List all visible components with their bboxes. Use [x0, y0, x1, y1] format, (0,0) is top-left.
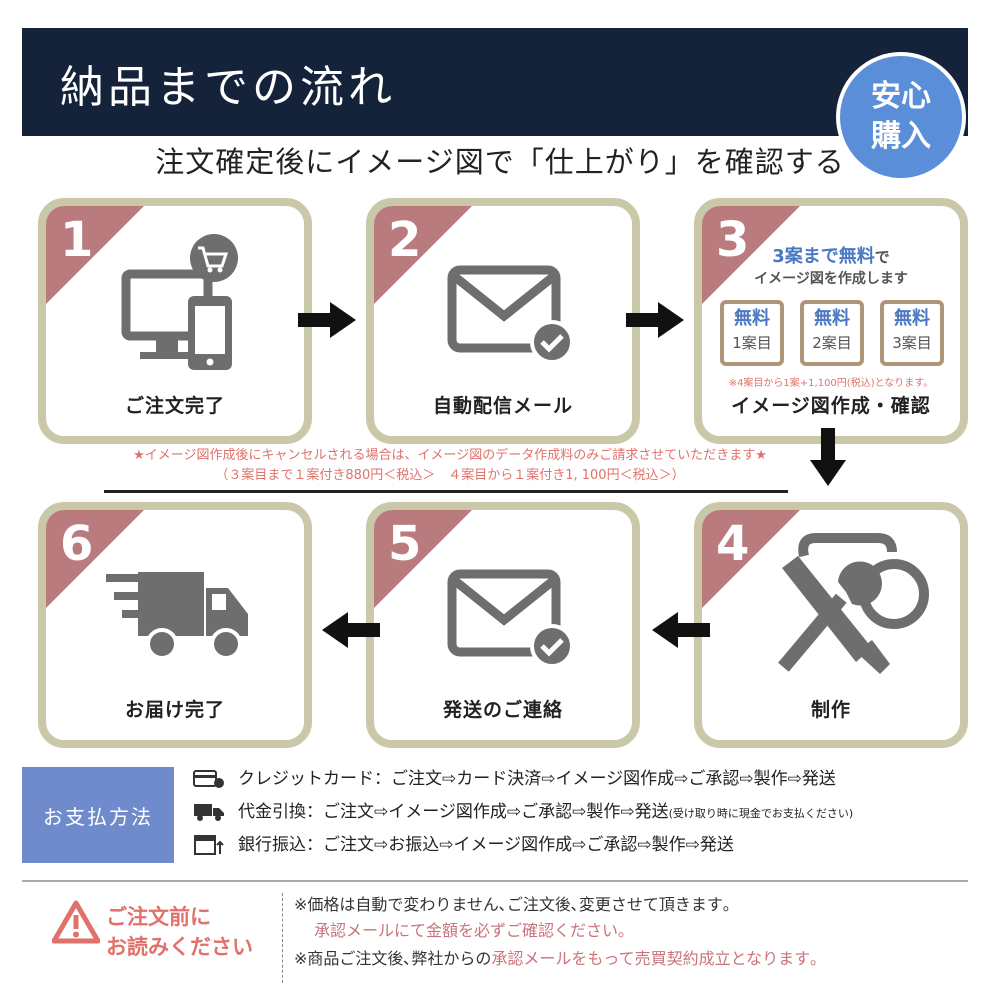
divider: [22, 880, 968, 882]
free-draft-box: 無料 3案目: [880, 300, 944, 366]
payment-row-text: クレジットカード：ご注文⇨カード決済⇨イメージ図作成⇨ご承認⇨製作⇨発送: [238, 769, 836, 789]
note-line: 承認メールにて金額を必ずご確認ください｡: [314, 919, 626, 943]
header-bar: 納品までの流れ: [22, 28, 968, 136]
bank-transfer-icon: [194, 835, 224, 855]
note-text: ※商品ご注文後､弊社からの: [294, 949, 492, 968]
note-highlight: 承認メールにて金額を必ずご確認ください｡: [314, 921, 627, 940]
warning-icon: [52, 900, 100, 944]
step-number: 3: [716, 212, 750, 268]
cancellation-notice: ★イメージ図作成後にキャンセルされる場合は、イメージ図のデータ作成料のみご請求さ…: [100, 446, 800, 486]
badge-line-2: 購入: [871, 119, 931, 154]
warning-line-2: お読みください: [106, 935, 253, 959]
step-corner: [702, 206, 800, 304]
free-draft-top: 無料: [894, 308, 930, 329]
step-label: 制作: [810, 699, 851, 721]
arrow-right-icon: [298, 302, 356, 338]
step-corner: [702, 510, 800, 608]
mail-check-icon: [447, 265, 574, 364]
step-label: イメージ図作成・確認: [731, 395, 931, 417]
payment-row-note: (受け取り時に現金でお支払ください): [668, 807, 854, 820]
free-draft-top: 無料: [814, 308, 850, 329]
free-drafts-title-a: 3案まで無料: [772, 246, 875, 267]
step-3-card: 3 3案まで無料で イメージ図を作成します 無料 1案目 無料 2案目 無料 3…: [694, 198, 968, 444]
arrow-right-icon: [626, 302, 684, 338]
page-title: 納品までの流れ: [60, 62, 396, 113]
free-draft-bottom: 1案目: [732, 334, 772, 352]
payment-row-bank: 銀行振込：ご注文⇨お振込⇨イメージ図作成⇨ご承認⇨製作⇨発送: [192, 833, 734, 857]
free-draft-box: 無料 2案目: [800, 300, 864, 366]
payment-row-credit: クレジットカード：ご注文⇨カード決済⇨イメージ図作成⇨ご承認⇨製作⇨発送: [192, 767, 836, 791]
arrow-left-icon: [322, 612, 380, 648]
step-5-card: 5 発送のご連絡: [366, 502, 640, 748]
subtitle: 注文確定後にイメージ図で「仕上がり」を確認する: [155, 145, 845, 179]
free-draft-bottom: 2案目: [812, 334, 852, 352]
step-number: 6: [60, 516, 94, 572]
step-number: 1: [60, 212, 94, 268]
truck-icon: [106, 572, 248, 660]
payment-method-label: お支払方法: [22, 767, 174, 863]
payment-row-cod: 代金引換：ご注文⇨イメージ図作成⇨ご承認⇨製作⇨発送(受け取り時に現金でお支払く…: [192, 800, 853, 826]
arrow-left-icon: [652, 612, 710, 648]
notice-line-2: （３案目まで１案付き880円＜税込＞ ４案目から１案付き1, 100円＜税込＞）: [215, 468, 685, 483]
payment-row-text: 銀行振込：ご注文⇨お振込⇨イメージ図作成⇨ご承認⇨製作⇨発送: [238, 835, 734, 855]
step-1-card: 1 ご注文完了: [38, 198, 312, 444]
step-2-card: 2 自動配信メール: [366, 198, 640, 444]
free-draft-box: 無料 1案目: [720, 300, 784, 366]
wrench-screwdriver-icon: [778, 533, 929, 674]
divider-vertical: [282, 893, 284, 983]
free-drafts-subtitle: イメージ図を作成します: [754, 271, 908, 287]
credit-card-icon: [193, 770, 224, 788]
free-drafts-note: ※4案目から1案+1,100円(税込)となります。: [728, 378, 934, 389]
delivery-truck-icon: [194, 804, 224, 821]
step-4-card: 4 制作: [694, 502, 968, 748]
step-label: お届け完了: [124, 699, 225, 721]
notice-line-1: ★イメージ図作成後にキャンセルされる場合は、イメージ図のデータ作成料のみご請求さ…: [133, 448, 767, 463]
note-highlight: 承認メールをもって売買契約成立となります｡: [491, 949, 819, 968]
mail-check-icon: [447, 569, 574, 668]
arrow-down-icon: [810, 428, 846, 486]
step-label: 発送のご連絡: [442, 699, 563, 721]
step-corner: [46, 510, 144, 608]
note-line: ※価格は自動で変わりません､ご注文後､変更させて頂きます｡: [294, 893, 731, 917]
safe-purchase-badge: 安心 購入: [836, 52, 966, 182]
step-label: ご注文完了: [124, 395, 225, 417]
free-draft-bottom: 3案目: [892, 334, 932, 352]
warning-line-1: ご注文前に: [106, 905, 211, 929]
badge-line-1: 安心: [871, 79, 931, 114]
note-line: ※商品ご注文後､弊社からの承認メールをもって売買契約成立となります｡: [294, 947, 818, 971]
step-number: 5: [388, 516, 422, 572]
read-before-order: ご注文前に お読みください: [106, 902, 253, 962]
free-draft-top: 無料: [734, 308, 770, 329]
divider: [104, 490, 788, 493]
step-label: 自動配信メール: [432, 395, 573, 417]
step-number: 4: [716, 516, 750, 572]
note-text: ※価格は自動で変わりません､ご注文後､変更させて頂きます｡: [294, 895, 731, 914]
payment-row-text: 代金引換：ご注文⇨イメージ図作成⇨ご承認⇨製作⇨発送: [238, 802, 669, 822]
free-drafts-title-b: で: [874, 248, 890, 266]
step-6-card: 6 お届け完了: [38, 502, 312, 748]
computer-phone-cart-icon: [121, 234, 238, 370]
step-number: 2: [388, 212, 422, 268]
free-drafts-title: 3案まで無料で: [702, 242, 960, 268]
